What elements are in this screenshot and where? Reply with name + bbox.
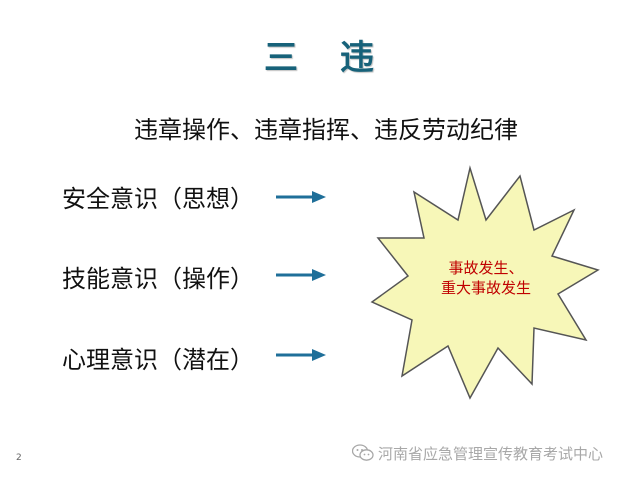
watermark: 河南省应急管理宣传教育考试中心 <box>352 442 603 464</box>
title-char-right: 违 <box>340 38 376 78</box>
wechat-icon <box>352 444 374 461</box>
awareness-label-skill: 技能意识（操作） <box>62 265 254 293</box>
burst-caption: 事故发生、 重大事故发生 <box>416 258 556 298</box>
arrow-right-icon <box>276 191 326 203</box>
burst-caption-line1: 事故发生、 <box>448 259 524 277</box>
title-char-left: 三 <box>264 38 300 78</box>
arrow-right-icon <box>276 269 326 281</box>
awareness-label-psychology: 心理意识（潜在） <box>62 346 254 374</box>
slide-subtitle: 违章操作、违章指挥、违反劳动纪律 <box>134 116 518 144</box>
watermark-text: 河南省应急管理宣传教育考试中心 <box>378 444 604 463</box>
page-number: 2 <box>16 453 22 463</box>
explosion-burst-shape <box>370 165 600 400</box>
arrow-right-icon <box>276 349 326 361</box>
awareness-label-safety: 安全意识（思想） <box>62 185 254 213</box>
burst-caption-line2: 重大事故发生 <box>440 279 531 297</box>
slide-title: 三违 <box>0 30 640 79</box>
